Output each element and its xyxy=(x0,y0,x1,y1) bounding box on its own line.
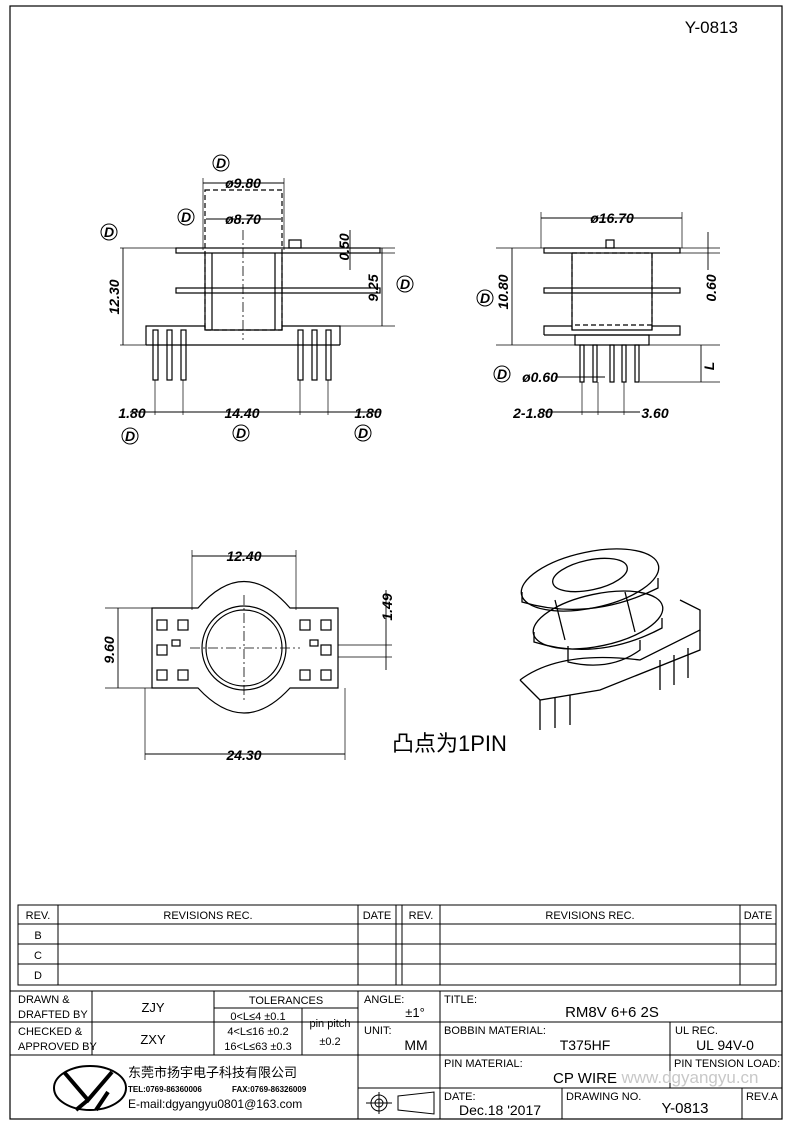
revisions-table xyxy=(17,904,777,986)
top-view xyxy=(105,550,392,760)
svg-text:D: D xyxy=(236,425,246,441)
date-label: DATE: xyxy=(444,1091,476,1103)
dim-base-depth: 3.60 xyxy=(641,405,668,421)
svg-text:D: D xyxy=(216,155,226,171)
pin-tension-label: PIN TENSION LOAD: xyxy=(674,1058,780,1070)
dim-top-offset: 1.49 xyxy=(379,593,395,620)
svg-text:D: D xyxy=(104,224,114,240)
tol-row-3: 16<L≤63 ±0.3 xyxy=(224,1041,291,1053)
rev-col-date-1: DATE xyxy=(363,910,392,922)
dim-pitch-mid: 14.40 xyxy=(224,405,259,421)
dim-top-total: 24.30 xyxy=(225,747,261,763)
rev-col-revisions-2: REVISIONS REC. xyxy=(545,910,634,922)
dim-pin-pitch: 2-1.80 xyxy=(512,405,553,421)
projection-symbol xyxy=(366,1091,435,1115)
rev-col-rev-1: REV. xyxy=(26,910,51,922)
svg-text:D: D xyxy=(358,425,368,441)
front-view xyxy=(496,212,720,415)
date-value: Dec.18 '2017 xyxy=(459,1102,541,1118)
bobbin-value: T375HF xyxy=(560,1037,611,1053)
bobbin-label: BOBBIN MATERIAL: xyxy=(444,1025,546,1037)
company-name: 东莞市扬宇电子科技有限公司 xyxy=(128,1065,297,1080)
checked-by-value: ZXY xyxy=(140,1032,166,1047)
pin-material-label: PIN MATERIAL: xyxy=(444,1058,523,1070)
rev-row-d: D xyxy=(34,970,42,982)
unit-value: MM xyxy=(404,1037,427,1053)
unit-label: UNIT: xyxy=(364,1025,392,1037)
drawn-by-label-2: DRAFTED BY xyxy=(18,1009,88,1021)
dim-pin-dia: ø0.60 xyxy=(522,369,558,385)
svg-text:D: D xyxy=(125,428,135,444)
dim-top-width: 12.40 xyxy=(226,548,261,564)
angle-value: ±1° xyxy=(405,1005,425,1020)
pin-pitch-label: pin pitch xyxy=(310,1018,351,1030)
svg-text:D: D xyxy=(181,209,191,225)
company-email: E-mail:dgyangyu0801@163.com xyxy=(128,1097,302,1111)
drawing-no-value: Y-0813 xyxy=(662,1100,709,1117)
d-markers-front: D D xyxy=(476,289,511,383)
pin-material-value: CP WIRE xyxy=(553,1070,617,1087)
note-pin1: 凸点为1PIN xyxy=(392,731,507,756)
drawing-no-label: DRAWING NO. xyxy=(566,1091,641,1103)
header-drawing-no: Y-0813 xyxy=(685,18,738,37)
tol-row-1: 0<L≤4 ±0.1 xyxy=(230,1011,285,1023)
drawn-by-value: ZJY xyxy=(141,1000,164,1015)
title-value: RM8V 6+6 2S xyxy=(565,1004,659,1021)
pin-pitch-tol: ±0.2 xyxy=(319,1036,340,1048)
dim-flange-dia: ø16.70 xyxy=(590,210,634,226)
company-tel: TEL:0769-86360006 xyxy=(128,1085,202,1094)
side-view xyxy=(120,178,395,415)
checked-by-label-1: CHECKED & xyxy=(18,1026,83,1038)
d-markers-side: D D D D D D D xyxy=(100,154,414,445)
rev-row-b: B xyxy=(34,930,41,942)
title-label: TITLE: xyxy=(444,994,477,1006)
tol-row-2: 4<L≤16 ±0.2 xyxy=(227,1026,288,1038)
rev-col-rev-2: REV. xyxy=(409,910,434,922)
rev-value: REV.A xyxy=(746,1091,779,1103)
rev-col-date-2: DATE xyxy=(744,910,773,922)
dim-d-inner: ø8.70 xyxy=(225,211,261,227)
svg-text:D: D xyxy=(497,366,507,382)
tolerances-label: TOLERANCES xyxy=(249,995,323,1007)
dim-front-height: 10.80 xyxy=(495,274,511,309)
dim-front-flange-thk: 0.60 xyxy=(703,274,719,301)
dim-pitch-left: 1.80 xyxy=(118,405,145,421)
svg-text:D: D xyxy=(400,276,410,292)
ul-value: UL 94V-0 xyxy=(696,1037,754,1053)
dim-height-total: 12.30 xyxy=(106,279,122,314)
drawn-by-label-1: DRAWN & xyxy=(18,994,70,1006)
dim-pin-len: L xyxy=(701,362,717,371)
rev-row-c: C xyxy=(34,950,42,962)
company-fax: FAX:0769-86326009 xyxy=(232,1085,307,1094)
dim-height-body: 9.25 xyxy=(365,274,381,301)
angle-label: ANGLE: xyxy=(364,994,404,1006)
dim-flange-thk: 0.50 xyxy=(336,233,352,260)
ul-label: UL REC. xyxy=(675,1025,718,1037)
checked-by-label-2: APPROVED BY xyxy=(18,1041,98,1053)
svg-text:D: D xyxy=(480,290,490,306)
title-block-grid xyxy=(9,990,783,1120)
rev-col-revisions-1: REVISIONS REC. xyxy=(163,910,252,922)
iso-view xyxy=(519,548,701,730)
dim-pitch-right: 1.80 xyxy=(354,405,381,421)
watermark: www.dgyangyu.cn xyxy=(620,1068,758,1087)
dim-d-outer: ø9.80 xyxy=(225,175,261,191)
dim-top-height: 9.60 xyxy=(101,636,117,663)
company-logo xyxy=(53,1065,127,1112)
